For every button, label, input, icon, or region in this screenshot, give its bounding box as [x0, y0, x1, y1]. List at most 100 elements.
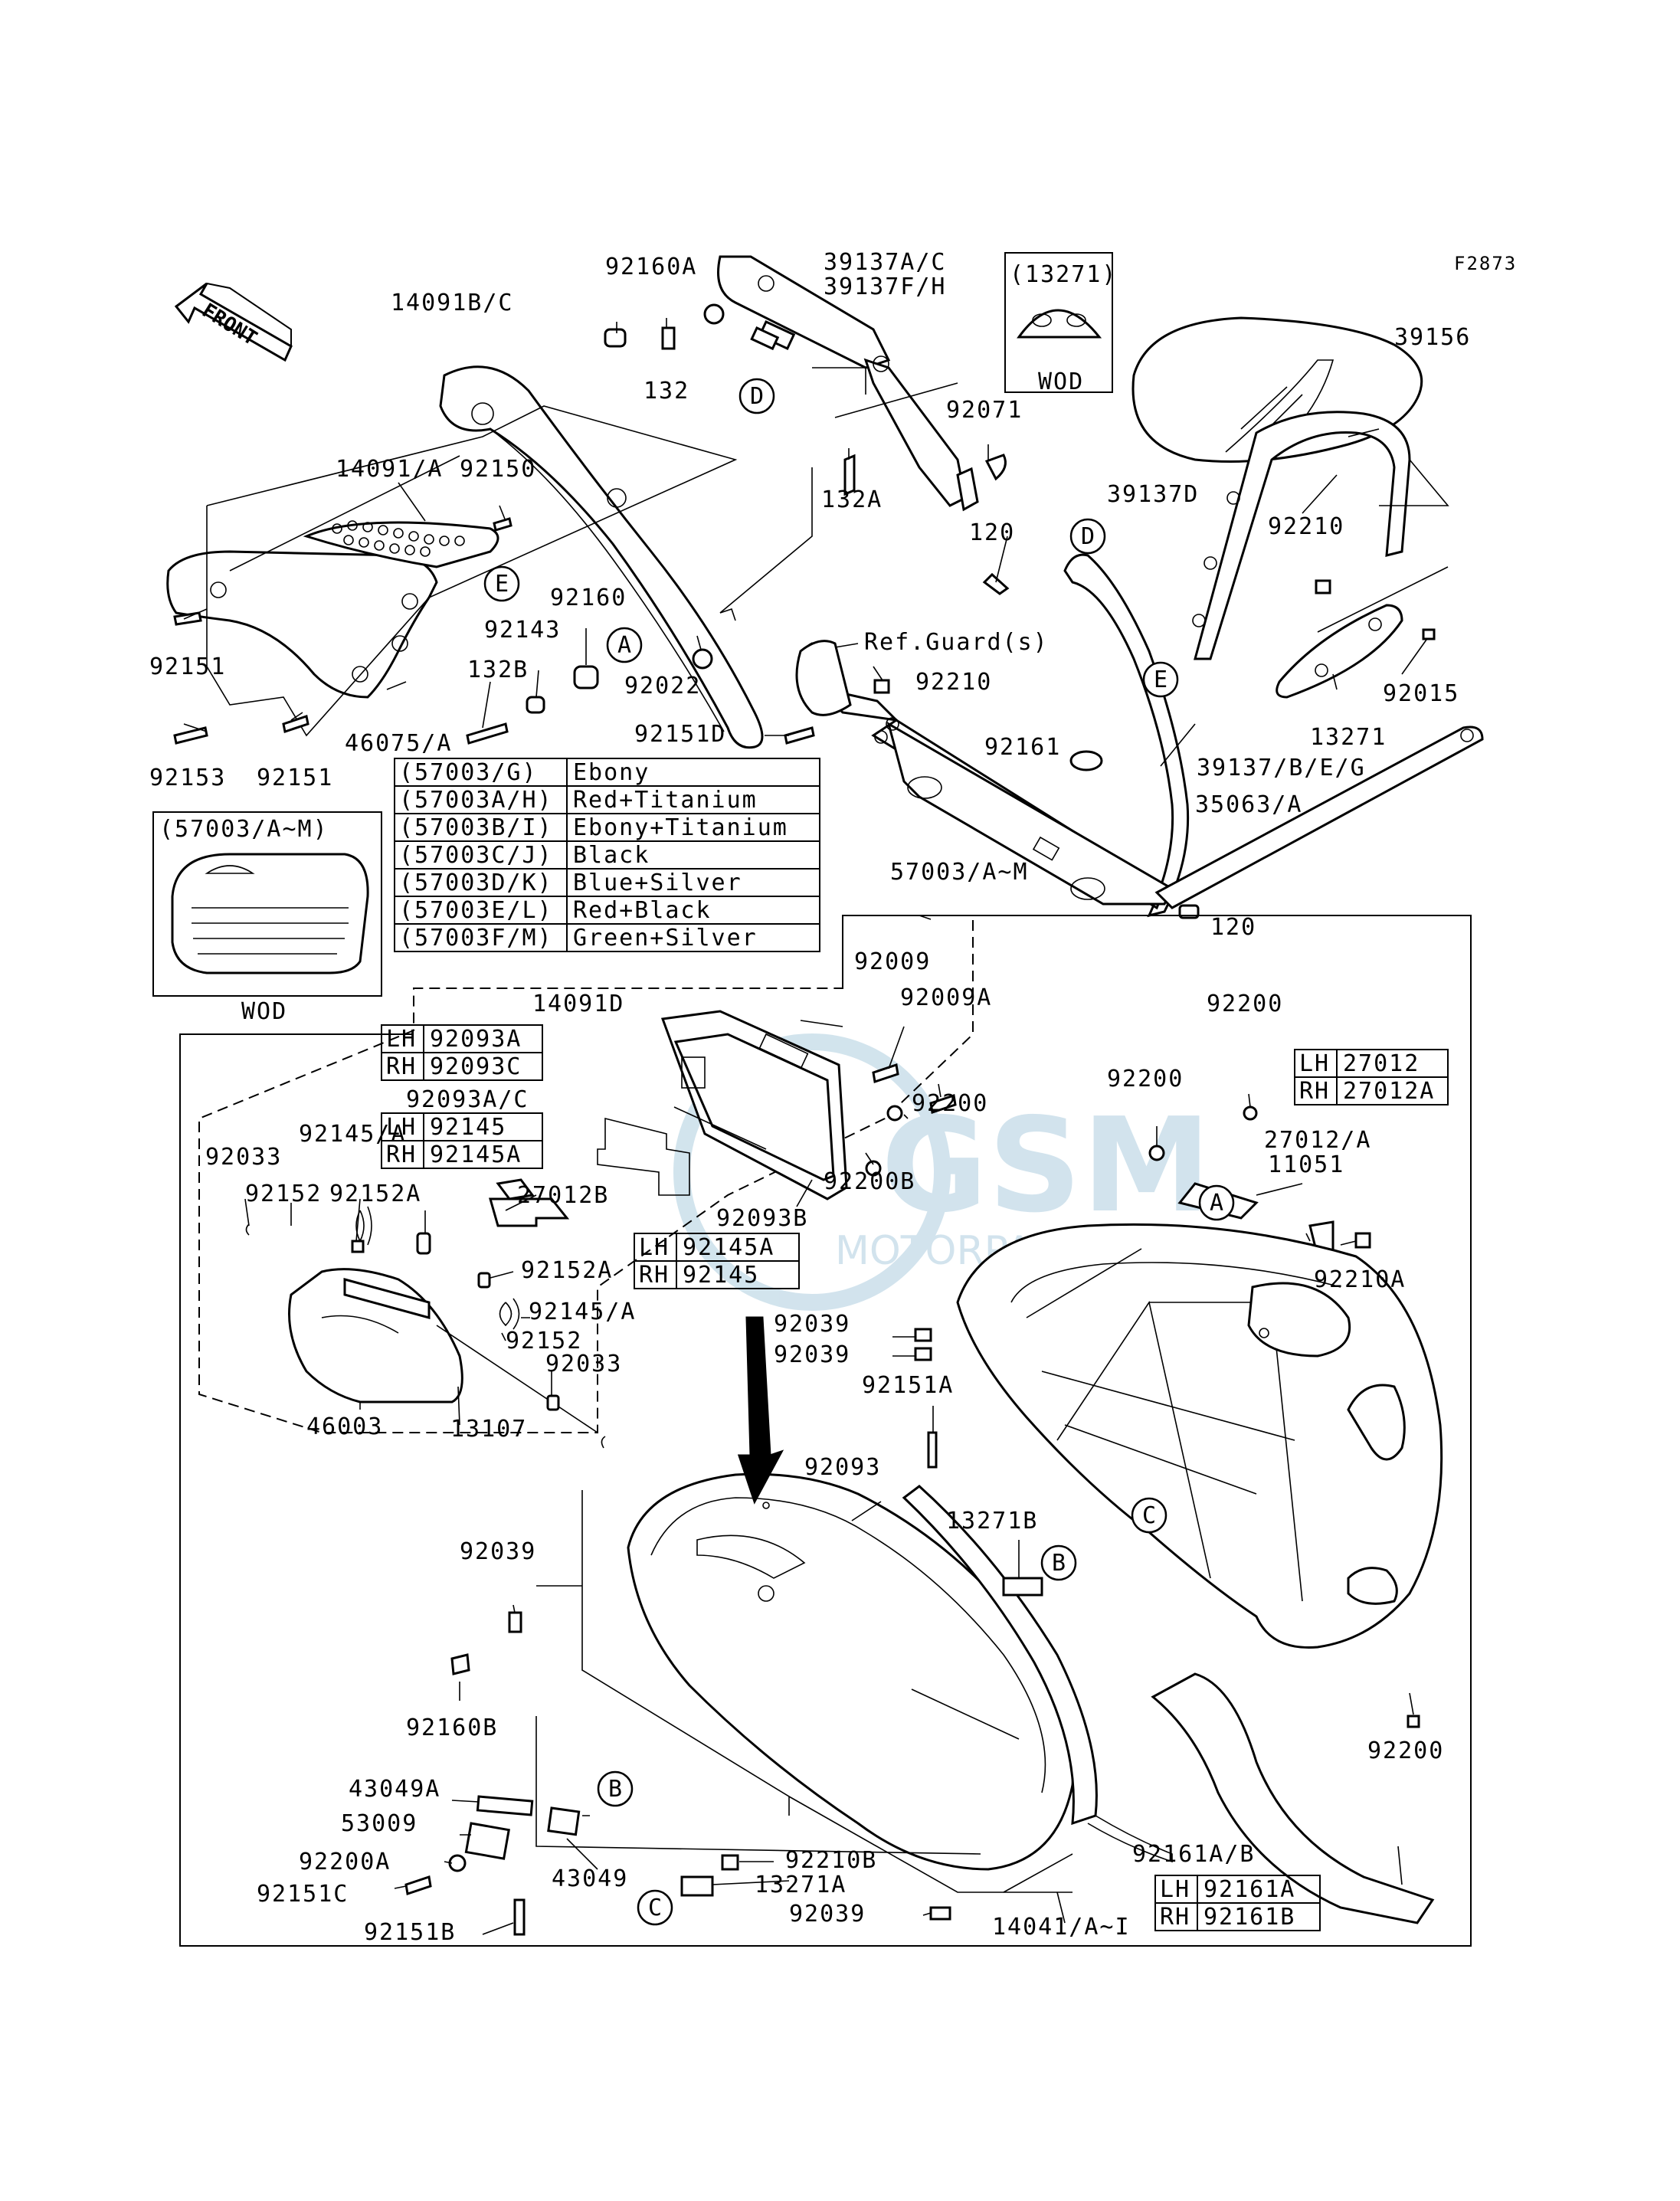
callout-92161: 92161: [984, 734, 1061, 761]
bolt-132a: [843, 454, 856, 496]
bracket-39137ac: [703, 255, 967, 507]
color-table-row: (57003E/L)Red+Black: [394, 896, 820, 925]
side-label: RH: [1160, 1904, 1190, 1931]
callout-14091a: 14091/A: [336, 456, 443, 483]
side-part-number: 27012A: [1343, 1078, 1435, 1105]
callout-92200a-lower: 92200A: [299, 1849, 391, 1875]
color-table: (57003/G)Ebony(57003A/H)Red+Titanium(570…: [394, 758, 820, 952]
nut-92210: [1315, 579, 1331, 594]
gasket-92093ac: [597, 1117, 690, 1196]
reference-letter: C: [648, 1895, 663, 1921]
reference-letter: D: [750, 383, 765, 410]
side-label: LH: [386, 1026, 417, 1053]
callout-92160b: 92160B: [406, 1715, 498, 1741]
reference-bubble-a: A: [1198, 1184, 1235, 1221]
callout-92152a-2: 92152A: [329, 1181, 421, 1207]
washer-92200b: [865, 1160, 882, 1177]
reference-letter: E: [495, 571, 510, 598]
callout-92009: 92009: [854, 948, 931, 975]
bolt-132: [661, 326, 676, 350]
color-code: (57003A/H): [399, 787, 553, 814]
bolt-92039c: [508, 1611, 522, 1633]
callout-92210a: 92210: [1268, 513, 1344, 540]
strap-92161ab: [1151, 1672, 1435, 1924]
reference-bubble-c: C: [637, 1889, 673, 1926]
lid-14091d: [660, 1010, 848, 1200]
figure-code: F2873: [1454, 253, 1517, 274]
ref-guard-shape: [795, 640, 852, 716]
ref-guard-label: Ref.Guard(s): [864, 629, 1049, 656]
color-table-row: (57003D/K)Blue+Silver: [394, 868, 820, 897]
side-label: RH: [1299, 1078, 1330, 1105]
callout-92151d: 92151D: [634, 721, 726, 748]
side-part-number: 92093C: [430, 1053, 522, 1080]
callout-92039a: 92039: [774, 1311, 850, 1338]
callout-132: 132: [644, 378, 689, 404]
color-table-row: (57003/G)Ebony: [394, 758, 820, 787]
callout-35063a: 35063/A: [1195, 791, 1302, 818]
color-name: Ebony: [573, 759, 650, 786]
callout-92152a: 92152: [245, 1181, 322, 1207]
bolt-92039a: [914, 1328, 932, 1342]
bolt-92039b: [914, 1347, 932, 1361]
washer-92200-lower: [1407, 1715, 1420, 1728]
callouts: 92160A 14091B/C 39137A/C 39137F/H 39156 …: [149, 249, 1469, 1946]
callout-92151a: 92151: [149, 653, 226, 680]
color-code: (57003E/L): [399, 897, 553, 924]
reference-letter: C: [1142, 1502, 1158, 1529]
backrest-bar-39137d: [1192, 411, 1449, 660]
callout-92200d: 92200: [1367, 1738, 1444, 1764]
callout-53009: 53009: [341, 1810, 418, 1837]
reference-letter: B: [1052, 1550, 1067, 1577]
callout-92143: 92143: [484, 617, 561, 644]
callout-120a: 120: [969, 519, 1015, 546]
callout-57003-box: (57003/A~M): [159, 816, 329, 843]
plate-43049: [547, 1806, 581, 1836]
callout-92151b-lower: 92151B: [364, 1919, 456, 1946]
callout-92015: 92015: [1383, 680, 1459, 707]
side-part-number: 92093A: [430, 1026, 522, 1053]
side-part-number: 92161A: [1204, 1876, 1295, 1903]
bolt-92151b: [282, 715, 309, 733]
color-table-row: (57003A/H)Red+Titanium: [394, 785, 820, 814]
washer-92200c: [1243, 1105, 1258, 1121]
reference-letter: D: [1081, 523, 1096, 550]
washer-92200a: [886, 1105, 903, 1122]
side-label: LH: [639, 1234, 670, 1261]
bolt-92151a-lower: [927, 1431, 938, 1469]
watermark-ring: [673, 1033, 951, 1311]
pad-13271b: [1002, 1577, 1043, 1597]
bolt-92151b-lower: [513, 1898, 526, 1936]
callout-92210b-lower: 92210B: [785, 1847, 877, 1874]
watermark: GSM MOTORPARTS: [673, 1033, 1211, 1311]
side-label: RH: [639, 1262, 670, 1289]
reference-letter: E: [1154, 667, 1169, 693]
reference-letter: A: [1210, 1190, 1225, 1217]
hinge-assembly: [245, 1178, 606, 1449]
wod-label-left: WOD: [241, 998, 287, 1025]
color-code: (57003F/M): [399, 925, 553, 951]
callout-13271-box: (13271): [1010, 261, 1117, 288]
side-label: LH: [386, 1114, 417, 1141]
callout-92151a-lower: 92151A: [862, 1372, 954, 1399]
bolt-92151d: [784, 726, 815, 745]
saddlebag-lid-cutout: [1247, 1282, 1351, 1358]
front-arrow: FRONT: [174, 282, 293, 362]
front-label: FRONT: [198, 299, 260, 350]
color-name: Green+Silver: [573, 925, 758, 951]
reference-letter: B: [608, 1776, 624, 1803]
callout-14041ai: 14041/A~I: [992, 1914, 1131, 1941]
saddlebag-boundary: [179, 915, 1472, 1947]
callout-39137ac: 39137A/C: [824, 249, 947, 276]
callout-92151c: 92151C: [257, 1881, 349, 1908]
callout-92150: 92150: [460, 456, 536, 483]
inset-13271-wod: (13271) WOD: [1004, 252, 1117, 395]
callout-46003: 46003: [306, 1413, 383, 1440]
callout-92200b: 92200: [1107, 1066, 1184, 1092]
